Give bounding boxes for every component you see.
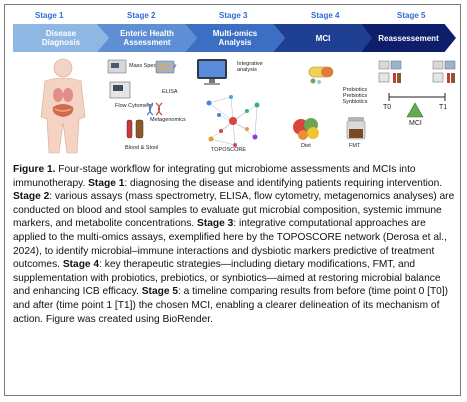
mass-spectrometry-label: Mass Spectrometry	[129, 63, 177, 69]
stage-3-title: Stage 3	[219, 11, 248, 20]
workflow-figure: Stage 1 Stage 2 Stage 3 Stage 4 Stage 5 …	[5, 5, 460, 157]
figure-label: Figure 1.	[13, 164, 56, 175]
integrative-analysis-label: Integrative analysis	[237, 61, 263, 73]
stage-2-label: Enteric Health Assessment	[120, 29, 174, 47]
stage-5-title: Stage 5	[397, 11, 426, 20]
stage-1-chevron: Disease Diagnosis	[13, 24, 109, 52]
stage-5-chevron: Reassessement	[361, 24, 456, 52]
human-body-icon	[40, 58, 86, 154]
figure-caption: Figure 1. Four-stage workflow for integr…	[13, 163, 457, 326]
caption-stage-1-label: Stage 1	[88, 177, 125, 189]
caption-stage-5-label: Stage 5	[141, 286, 178, 298]
synbiotics-label: Synbiotics	[342, 99, 368, 105]
caption-stage-1-text: : diagnosing the disease and identifying…	[124, 177, 443, 189]
caption-stage-2-text: : various assays (mass spectrometry, ELI…	[13, 191, 455, 230]
elisa-label: ELISA	[162, 89, 178, 95]
blood-stool-tube-icon	[126, 119, 144, 139]
mass-spectrometry-icon	[107, 59, 127, 74]
caption-intro: Four-stage workflow for integrating gut …	[13, 164, 416, 189]
stage-1-title: Stage 1	[35, 11, 64, 20]
caption-stage-4-label: Stage 4	[62, 259, 100, 271]
stage-4-chevron: MCI	[273, 24, 373, 52]
diet-label: Diet	[301, 143, 311, 149]
blood-stool-label: Blood & Stool	[125, 145, 159, 151]
stage-3-chevron: Multi-omics Analysis	[185, 24, 285, 52]
biotics-label: Probiotics Prebiotics Synbiotics	[335, 87, 375, 105]
fmt-label: FMT	[349, 143, 361, 149]
caption-stage-3-text: : integrative computational approaches a…	[13, 218, 447, 271]
caption-stage-5-text: : a timeline comparing results from befo…	[13, 286, 449, 325]
computer-icon	[197, 59, 227, 85]
flow-cytometry-label: Flow Cytometry	[115, 103, 154, 109]
caption-stage-2-label: Stage 2	[13, 191, 50, 203]
stage-4-title: Stage 4	[311, 11, 340, 20]
figure-frame: Stage 1 Stage 2 Stage 3 Stage 4 Stage 5 …	[4, 4, 461, 396]
caption-stage-3-label: Stage 3	[197, 218, 234, 230]
metagenomics-label: Metagenomics	[150, 117, 186, 123]
elisa-plate-icon	[155, 60, 175, 74]
toposcore-network-icon	[206, 95, 260, 147]
capsule-icon	[308, 66, 334, 84]
flow-cytometry-icon	[109, 81, 131, 99]
stage-2-title: Stage 2	[127, 11, 156, 20]
toposcore-label: TOPOSCORE	[211, 147, 247, 153]
mci-timeline-label: MCI	[409, 120, 422, 127]
stage-3-label: Multi-omics Analysis	[212, 29, 258, 47]
diet-food-icon	[293, 118, 319, 140]
reassessment-instruments-icon	[378, 60, 456, 101]
fmt-jar-icon	[346, 117, 366, 140]
caption-stage-4-text: : key therapeutic strategies—including d…	[13, 259, 441, 298]
stage-2-chevron: Enteric Health Assessment	[97, 24, 197, 52]
prebiotics-label: Prebiotics	[342, 93, 368, 99]
stage-1-label: Disease Diagnosis	[41, 29, 81, 47]
stage-5-label: Reassessement	[378, 33, 439, 43]
mci-triangle-icon	[406, 102, 424, 118]
t0-label: T0	[383, 104, 392, 111]
stage-4-label: MCI	[315, 33, 331, 43]
probiotics-label: Probiotics	[342, 87, 368, 93]
t1-label: T1	[439, 104, 448, 111]
metagenomics-icon	[146, 102, 163, 116]
